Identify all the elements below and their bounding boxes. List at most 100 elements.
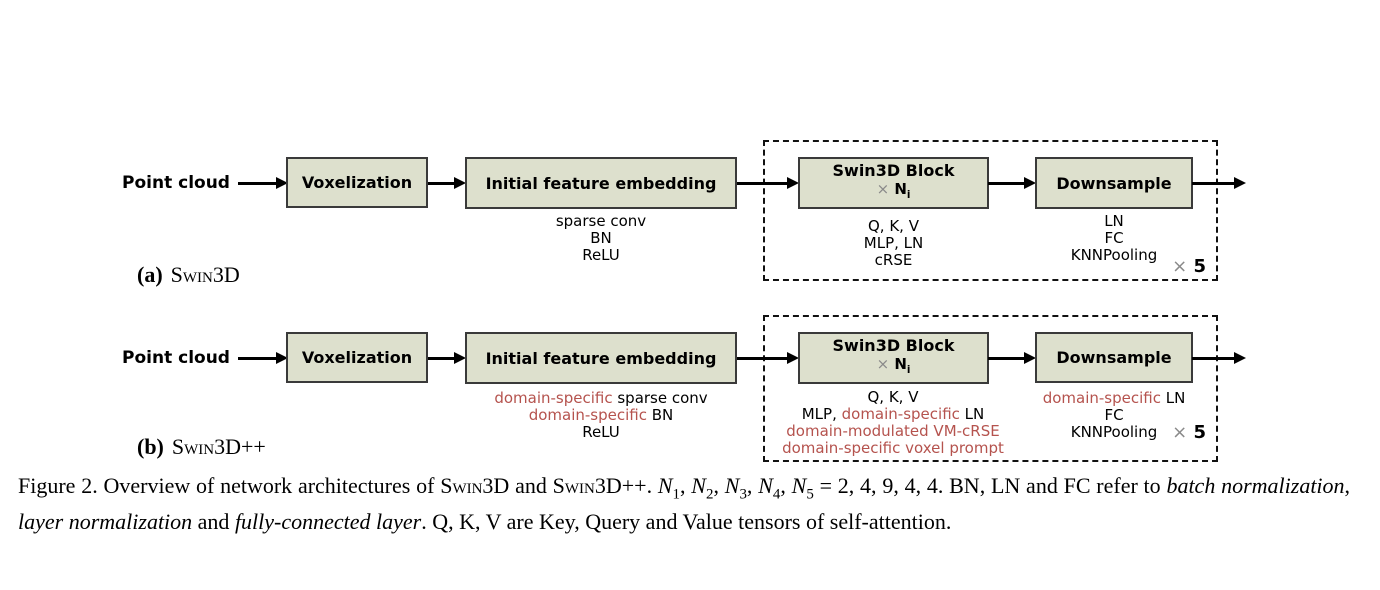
repeat-count-a: × 5 — [1140, 257, 1206, 277]
downsample-box-a: Downsample — [1035, 157, 1193, 209]
block-ops-annotation-b: Q, K, V MLP, domain-specific LN domain-m… — [768, 389, 1018, 457]
input-label-point-cloud-b: Point cloud — [122, 348, 230, 368]
text-segment: = 2, 4, 9, 4, 4. BN, LN and FC refer to — [813, 473, 1167, 498]
annotation-line: LN — [1035, 213, 1193, 230]
text-segment: domain-specific voxel prompt — [782, 439, 1004, 457]
text-segment: domain-specific — [1042, 389, 1166, 407]
text-segment: N — [791, 473, 807, 498]
arrowhead-icon — [1024, 177, 1036, 189]
text-segment: N — [657, 473, 673, 498]
text-segment: LN — [964, 405, 985, 423]
annotation-line: Q, K, V — [798, 218, 989, 235]
swin3d-block-multiplier: × Ni — [877, 180, 911, 205]
text-segment: 1 — [672, 486, 681, 503]
flow-arrow — [737, 177, 799, 189]
arrow-line — [988, 181, 1024, 185]
flow-arrow — [737, 352, 799, 364]
arrowhead-icon — [454, 352, 466, 364]
text-segment: 3 — [739, 486, 747, 503]
annotation-line: MLP, domain-specific LN — [768, 406, 1018, 423]
text-segment: sparse conv — [555, 212, 647, 230]
annotation-line: KNNPooling — [1030, 424, 1198, 441]
flow-arrow — [988, 177, 1036, 189]
swin3d-block-box-a: Swin3D Block × Ni — [798, 157, 989, 209]
text-segment: N — [889, 355, 907, 373]
text-segment: . Q, K, V are Key, Query and Value tenso… — [421, 509, 952, 535]
flow-arrow — [428, 352, 466, 364]
text-segment: 4 — [772, 486, 781, 503]
arrowhead-icon — [276, 352, 288, 364]
text-segment: KNNPooling — [1070, 246, 1158, 264]
arrow-line — [737, 181, 787, 185]
arrow-line — [1192, 181, 1234, 185]
text-segment: domain-modulated VM-cRSE — [786, 422, 1000, 440]
annotation-line: domain-specific voxel prompt — [768, 440, 1018, 457]
annotation-line: domain-modulated VM-cRSE — [768, 423, 1018, 440]
text-segment: MLP, — [801, 405, 842, 423]
text-segment: batch normalization — [1166, 473, 1345, 498]
text-segment: × — [1172, 422, 1188, 443]
text-segment: 5 — [1187, 256, 1206, 277]
panel-letter: (a) — [137, 262, 163, 287]
text-segment: , — [1344, 473, 1351, 498]
text-segment: layer normalization — [18, 509, 193, 535]
embedding-ops-annotation-b: domain-specific sparse conv domain-speci… — [465, 390, 737, 441]
annotation-line: domain-specific LN — [1030, 390, 1198, 407]
annotation-line: KNNPooling — [1035, 247, 1193, 264]
arrowhead-icon — [276, 177, 288, 189]
text-segment: × — [876, 180, 890, 198]
annotation-line: Q, K, V — [768, 389, 1018, 406]
initial-feature-embedding-label: Initial feature embedding — [485, 173, 717, 193]
initial-feature-embedding-label: Initial feature embedding — [485, 348, 717, 368]
text-segment: BN — [590, 229, 612, 247]
annotation-line: ReLU — [465, 424, 737, 441]
text-segment: i — [906, 190, 911, 201]
text-segment: and — [192, 509, 235, 535]
annotation-line: domain-specific sparse conv — [465, 390, 737, 407]
text-segment: N — [691, 473, 706, 498]
text-segment: N — [889, 180, 907, 198]
annotation-line: BN — [465, 230, 737, 247]
input-label-point-cloud-a: Point cloud — [122, 173, 230, 193]
text-segment: Swin3D — [440, 473, 510, 498]
text-segment: , — [680, 473, 692, 498]
text-segment: , — [746, 473, 759, 498]
text-segment: × — [876, 355, 890, 373]
annotation-line: domain-specific BN — [465, 407, 737, 424]
annotation-line: MLP, LN — [798, 235, 989, 252]
arrow-line — [1192, 356, 1234, 360]
text-segment: N — [758, 473, 773, 498]
embedding-ops-annotation-a: sparse conv BN ReLU — [465, 213, 737, 264]
arrow-line — [238, 181, 276, 185]
swin3d-block-title: Swin3D Block — [832, 336, 955, 355]
downsample-ops-annotation-b: domain-specific LN FC KNNPooling — [1030, 390, 1198, 441]
text-segment: 5 — [1187, 422, 1206, 443]
arrow-line — [238, 356, 276, 360]
text-segment: Figure 2. Overview of network architectu… — [18, 473, 441, 498]
flow-arrow — [988, 352, 1036, 364]
panel-name: Swin3D — [170, 262, 240, 287]
text-segment: FC — [1104, 229, 1124, 247]
text-segment: domain-specific — [841, 405, 965, 423]
text-segment: domain-specific — [494, 389, 618, 407]
text-segment: Q, K, V — [867, 388, 919, 406]
arrow-line — [988, 356, 1024, 360]
downsample-label: Downsample — [1056, 173, 1172, 193]
annotation-line: cRSE — [798, 252, 989, 269]
arrow-line — [737, 356, 787, 360]
voxelization-label: Voxelization — [301, 348, 413, 367]
arrow-line — [428, 356, 454, 360]
text-segment: cRSE — [874, 251, 913, 269]
swin3d-block-multiplier: × Ni — [877, 355, 911, 380]
text-segment: ReLU — [582, 246, 620, 264]
arrowhead-icon — [1234, 352, 1246, 364]
text-segment: N — [724, 473, 740, 498]
panel-name: Swin3D++ — [171, 434, 266, 459]
flow-arrow — [238, 352, 288, 364]
text-segment: BN — [651, 406, 674, 424]
initial-feature-embedding-box-a: Initial feature embedding — [465, 157, 737, 209]
block-ops-annotation-a: Q, K, V MLP, LN cRSE — [798, 218, 989, 269]
flow-arrow — [238, 177, 288, 189]
annotation-line: ReLU — [465, 247, 737, 264]
voxelization-box-b: Voxelization — [286, 332, 428, 383]
